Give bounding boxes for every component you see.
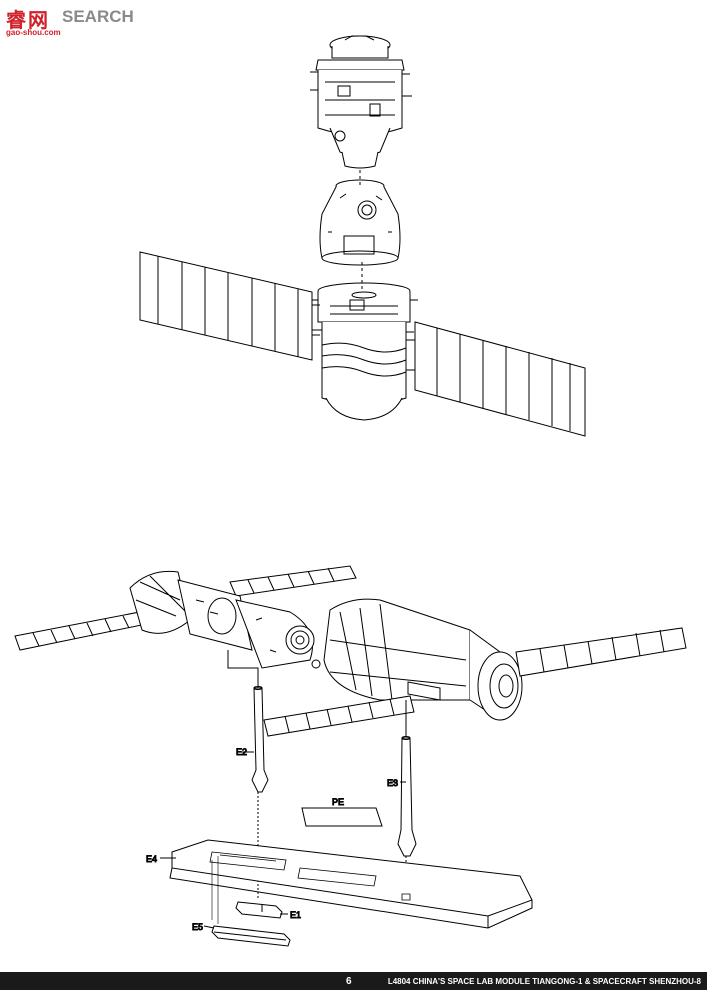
part-e5 xyxy=(211,925,291,947)
label-pe: PE xyxy=(332,797,344,807)
part-e1 xyxy=(235,901,283,919)
display-base-e4 xyxy=(169,839,533,929)
leader-e5 xyxy=(203,925,215,929)
orbital-module xyxy=(310,35,412,169)
nameplate-pe xyxy=(301,807,383,827)
footer-title: L4804 CHINA'S SPACE LAB MODULE TIANGONG-… xyxy=(387,977,701,986)
service-module xyxy=(310,282,418,421)
tiangong-left-array xyxy=(263,695,415,737)
label-e2: E2 xyxy=(236,747,247,757)
shenzhou-right-array xyxy=(229,565,357,597)
watermark-logo: 睿网 SEARCH gao-shou.com xyxy=(4,4,164,38)
tiangong-module xyxy=(311,598,523,721)
shenzhou-exploded-view xyxy=(139,35,586,437)
shenzhou-left-array xyxy=(14,609,157,651)
left-solar-array xyxy=(139,251,320,361)
footer-bar xyxy=(0,972,707,990)
tiangong-right-array xyxy=(515,627,687,677)
docked-assembly xyxy=(14,565,687,737)
watermark-name: SEARCH xyxy=(62,7,134,26)
label-e1: E1 xyxy=(290,910,301,920)
watermark-cn: 睿网 xyxy=(6,8,50,32)
page-number: 6 xyxy=(346,976,352,987)
descent-module xyxy=(319,179,401,266)
label-e4: E4 xyxy=(146,854,157,864)
label-e5: E5 xyxy=(192,922,203,932)
watermark-domain: gao-shou.com xyxy=(6,28,61,37)
label-e3: E3 xyxy=(387,778,398,788)
shenzhou-craft xyxy=(129,570,315,669)
right-solar-array xyxy=(406,321,586,437)
